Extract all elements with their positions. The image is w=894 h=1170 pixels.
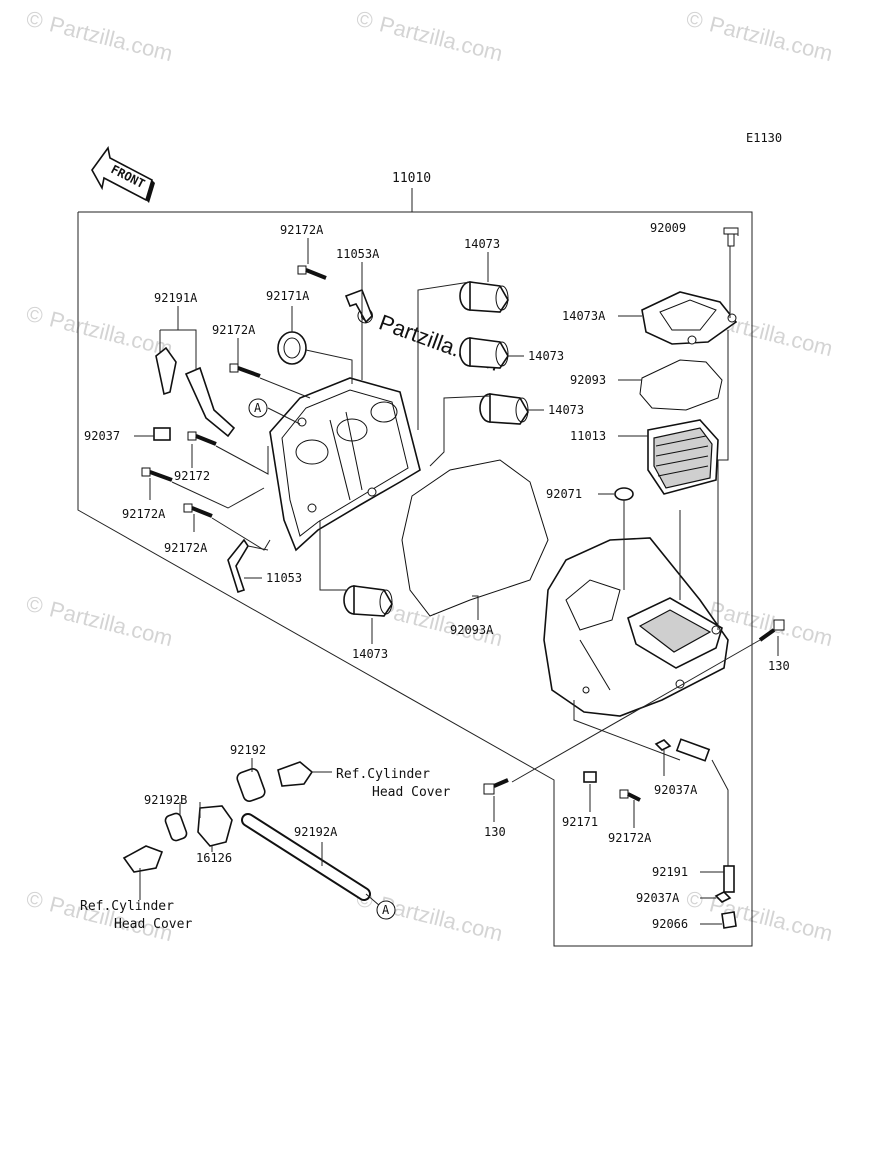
clamp-92171a-inner [283, 337, 301, 359]
funnel-14073-top [459, 281, 509, 313]
part-label: 92172 [174, 469, 210, 483]
part-label: 92172A [608, 831, 652, 845]
bolt-92172a-4 [183, 503, 213, 518]
part-label: 92191A [154, 291, 198, 305]
upper-housing [269, 377, 421, 552]
part-labels: 92172A 11053A 14073 92009 92191A 92171A … [84, 221, 790, 931]
assembly-callout: 11010 [392, 171, 431, 186]
part-label: 130 [484, 825, 506, 839]
part-label: 11053A [336, 247, 380, 261]
clamp-92171a [277, 331, 307, 365]
reference-lower-line1: Ref.Cylinder [80, 899, 174, 914]
watermark-text: Partzilla.com [47, 11, 175, 66]
bolt-130-right [758, 619, 785, 642]
watermark-copyright: © [24, 886, 46, 914]
funnel-14073-right [479, 393, 529, 425]
watermark-text: Partzilla.com [47, 306, 175, 361]
part-label: 14073 [464, 237, 500, 251]
hose-92191 [723, 865, 735, 893]
watermark-text: Partzilla.com [47, 596, 175, 651]
part-label: 92171A [266, 289, 310, 303]
clip-92037a-lower [714, 891, 732, 903]
part-label: 92172A [122, 507, 166, 521]
reference-lower-line2: Head Cover [114, 917, 192, 932]
screw-92009 [723, 227, 739, 247]
watermark-copyright: © [684, 886, 706, 914]
diagram-code: E1130 [746, 131, 782, 145]
watermark-copyright: © [354, 6, 376, 34]
ref-marker-a-label: A [254, 401, 262, 415]
part-label: 11053 [266, 571, 302, 585]
bolt-92172a-1 [297, 265, 327, 280]
watermark-copyright: © [24, 301, 46, 329]
cover-14073a [641, 291, 738, 345]
reference-lower: Ref.Cylinder Head Cover [80, 899, 192, 932]
watermark-copyright: © [24, 6, 46, 34]
bracket-11053 [227, 538, 249, 594]
part-label: 92192 [230, 743, 266, 757]
gasket-92093a [401, 459, 549, 617]
funnel-14073-bottom [343, 585, 393, 617]
assembly-outline [77, 188, 753, 947]
ref-marker-a-lower: A [376, 900, 396, 920]
reference-upper: Ref.Cylinder Head Cover [336, 767, 450, 800]
part-label: 92192B [144, 793, 187, 807]
part-label: 14073 [548, 403, 584, 417]
clamp-92171 [583, 771, 597, 783]
funnel-14073-mid [459, 337, 509, 369]
watermark-text: Partzilla.com [377, 891, 505, 946]
drain-plug [675, 738, 711, 762]
watermark-copyright: © [24, 591, 46, 619]
watermark-copyright: © [684, 6, 706, 34]
bolt-92172a-2 [229, 363, 261, 378]
plug-92066 [721, 911, 737, 929]
valve-16126 [197, 805, 233, 847]
part-label: 92171 [562, 815, 598, 829]
bolt-92172a-5 [619, 789, 641, 802]
bolt-130-bottom [483, 778, 509, 795]
part-label: 14073A [562, 309, 606, 323]
hose-92192 [236, 768, 266, 802]
part-label: 92172A [164, 541, 208, 555]
part-label: 92066 [652, 917, 688, 931]
reference-upper-line1: Ref.Cylinder [336, 767, 430, 782]
front-arrow-icon: FRONT [91, 146, 155, 203]
part-label: 14073 [352, 647, 388, 661]
part-label: 11013 [570, 429, 606, 443]
part-label: 92037A [654, 783, 698, 797]
leader-lines [134, 228, 779, 925]
watermark-text: Partzilla.com [377, 11, 505, 66]
ref-marker-a-upper: A [248, 398, 268, 418]
part-label: 92037 [84, 429, 120, 443]
hose-92192b [164, 812, 188, 842]
watermark-text: Partzilla.com [707, 11, 835, 66]
bolt-92172a-3 [141, 467, 173, 482]
bolt-92172 [187, 431, 217, 446]
clip-92037 [153, 427, 171, 441]
part-label: 92071 [546, 487, 582, 501]
hose-92191a [155, 346, 236, 438]
reference-upper-line2: Head Cover [372, 785, 450, 800]
part-label: 92191 [652, 865, 688, 879]
seal-92093 [639, 359, 723, 411]
lower-housing [543, 537, 729, 717]
air-filter-element [647, 419, 719, 495]
ref-marker-a-label: A [382, 903, 390, 917]
part-label: 92172A [212, 323, 256, 337]
part-label: 130 [768, 659, 790, 673]
part-label: 92093 [570, 373, 606, 387]
part-label: 92037A [636, 891, 680, 905]
cylinder-head-fitting-lower [122, 845, 164, 873]
grommet-92071 [614, 487, 634, 501]
part-label: 92172A [280, 223, 324, 237]
part-label: 92009 [650, 221, 686, 235]
part-label: 92192A [294, 825, 338, 839]
cylinder-head-fitting-upper [277, 761, 314, 787]
part-label: 92093A [450, 623, 494, 637]
part-label: 16126 [196, 851, 232, 865]
part-label: 14073 [528, 349, 564, 363]
clip-92037a-upper [654, 739, 672, 751]
